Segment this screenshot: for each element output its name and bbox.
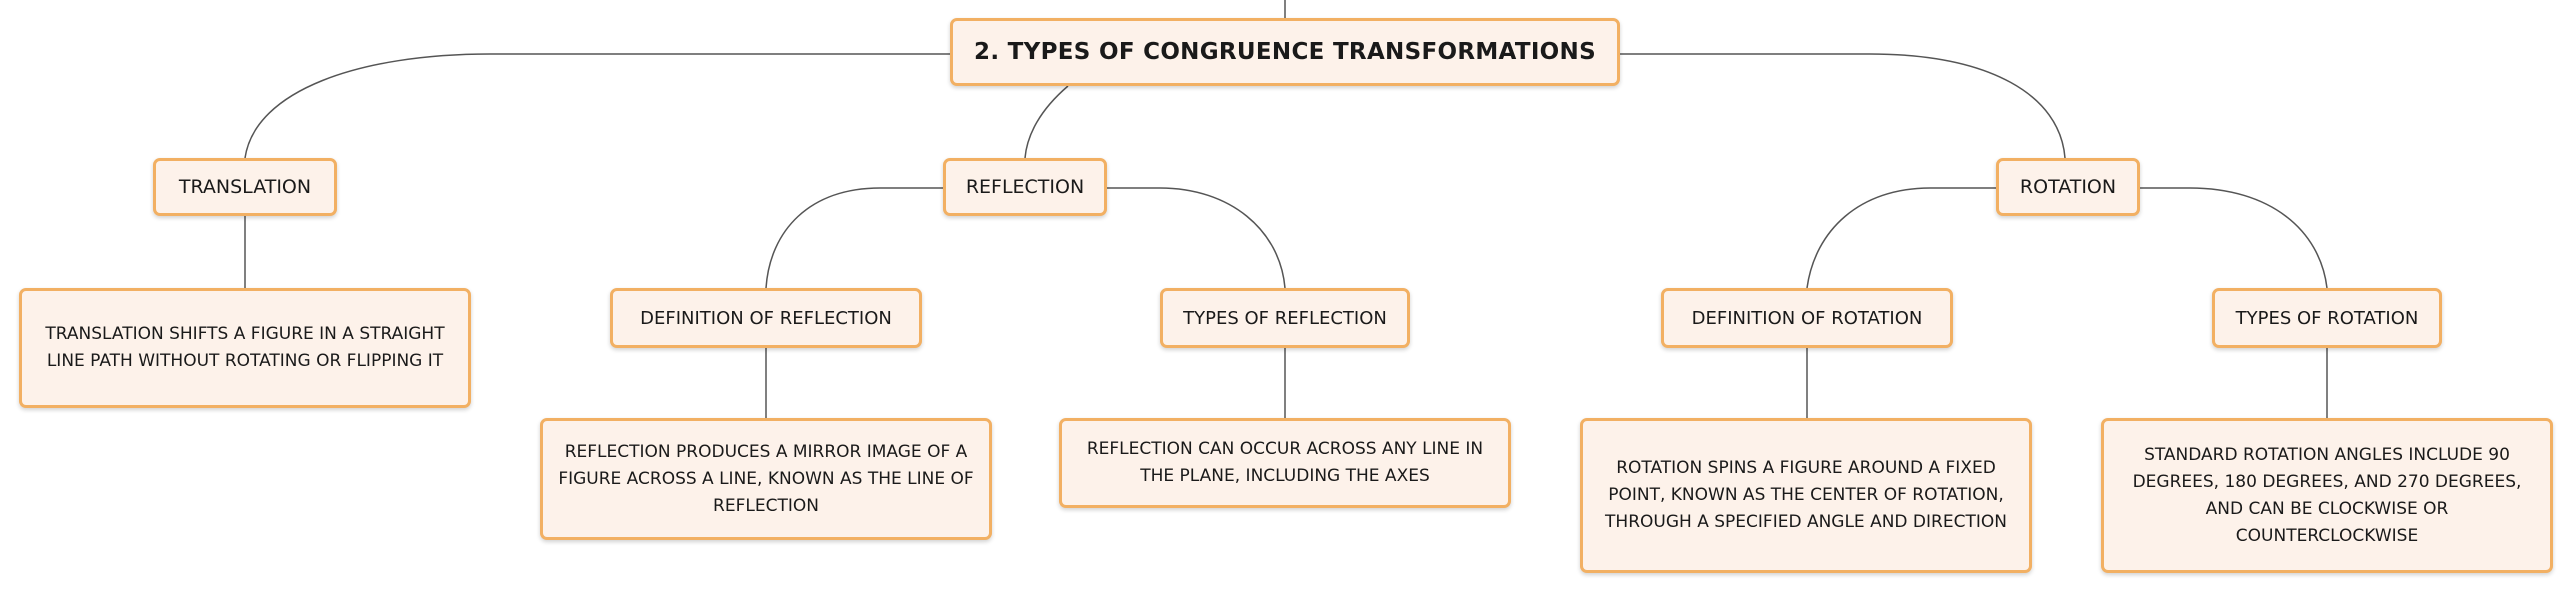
reflection-types-node[interactable]: TYPES OF REFLECTION (1160, 288, 1410, 348)
reflection-label: REFLECTION (965, 176, 1085, 198)
translation-node[interactable]: TRANSLATION (153, 158, 337, 216)
root-node[interactable]: 2. TYPES OF CONGRUENCE TRANSFORMATIONS (950, 18, 1620, 86)
connector-reflection-definition (765, 187, 943, 289)
reflection-types-label: TYPES OF REFLECTION (1183, 307, 1387, 329)
connector-rotation-types (2140, 187, 2328, 289)
connector-root-translation (244, 53, 950, 159)
rotation-definition-description-text: ROTATION SPINS A FIGURE AROUND A FIXED P… (1605, 458, 2007, 532)
reflection-definition-label: DEFINITION OF REFLECTION (640, 307, 892, 329)
translation-description-node[interactable]: TRANSLATION SHIFTS A FIGURE IN A STRAIGH… (19, 288, 471, 408)
reflection-types-description-text: REFLECTION CAN OCCUR ACROSS ANY LINE IN … (1086, 439, 1484, 486)
rotation-node[interactable]: ROTATION (1996, 158, 2140, 216)
rotation-types-label: TYPES OF ROTATION (2235, 307, 2419, 329)
rotation-types-node[interactable]: TYPES OF ROTATION (2212, 288, 2442, 348)
root-label: 2. TYPES OF CONGRUENCE TRANSFORMATIONS (974, 39, 1596, 65)
reflection-definition-description-text: REFLECTION PRODUCES A MIRROR IMAGE OF A … (558, 441, 974, 516)
rotation-definition-label: DEFINITION OF ROTATION (1691, 307, 1923, 329)
reflection-node[interactable]: REFLECTION (943, 158, 1107, 216)
connector-rotation-definition (1806, 187, 1996, 289)
connector-root-reflection (1024, 85, 1069, 159)
connector-root-rotation (1620, 53, 2066, 159)
translation-description-text: TRANSLATION SHIFTS A FIGURE IN A STRAIGH… (45, 324, 445, 371)
connector-reflection-types (1107, 187, 1286, 289)
reflection-definition-description-node[interactable]: REFLECTION PRODUCES A MIRROR IMAGE OF A … (540, 418, 992, 540)
reflection-types-description-node[interactable]: REFLECTION CAN OCCUR ACROSS ANY LINE IN … (1059, 418, 1511, 508)
rotation-definition-node[interactable]: DEFINITION OF ROTATION (1661, 288, 1953, 348)
reflection-definition-node[interactable]: DEFINITION OF REFLECTION (610, 288, 922, 348)
rotation-types-description-text: STANDARD ROTATION ANGLES INCLUDE 90 DEGR… (2132, 444, 2522, 546)
rotation-label: ROTATION (2019, 176, 2117, 198)
translation-label: TRANSLATION (178, 176, 312, 198)
rotation-types-description-node[interactable]: STANDARD ROTATION ANGLES INCLUDE 90 DEGR… (2101, 418, 2553, 573)
rotation-definition-description-node[interactable]: ROTATION SPINS A FIGURE AROUND A FIXED P… (1580, 418, 2032, 573)
